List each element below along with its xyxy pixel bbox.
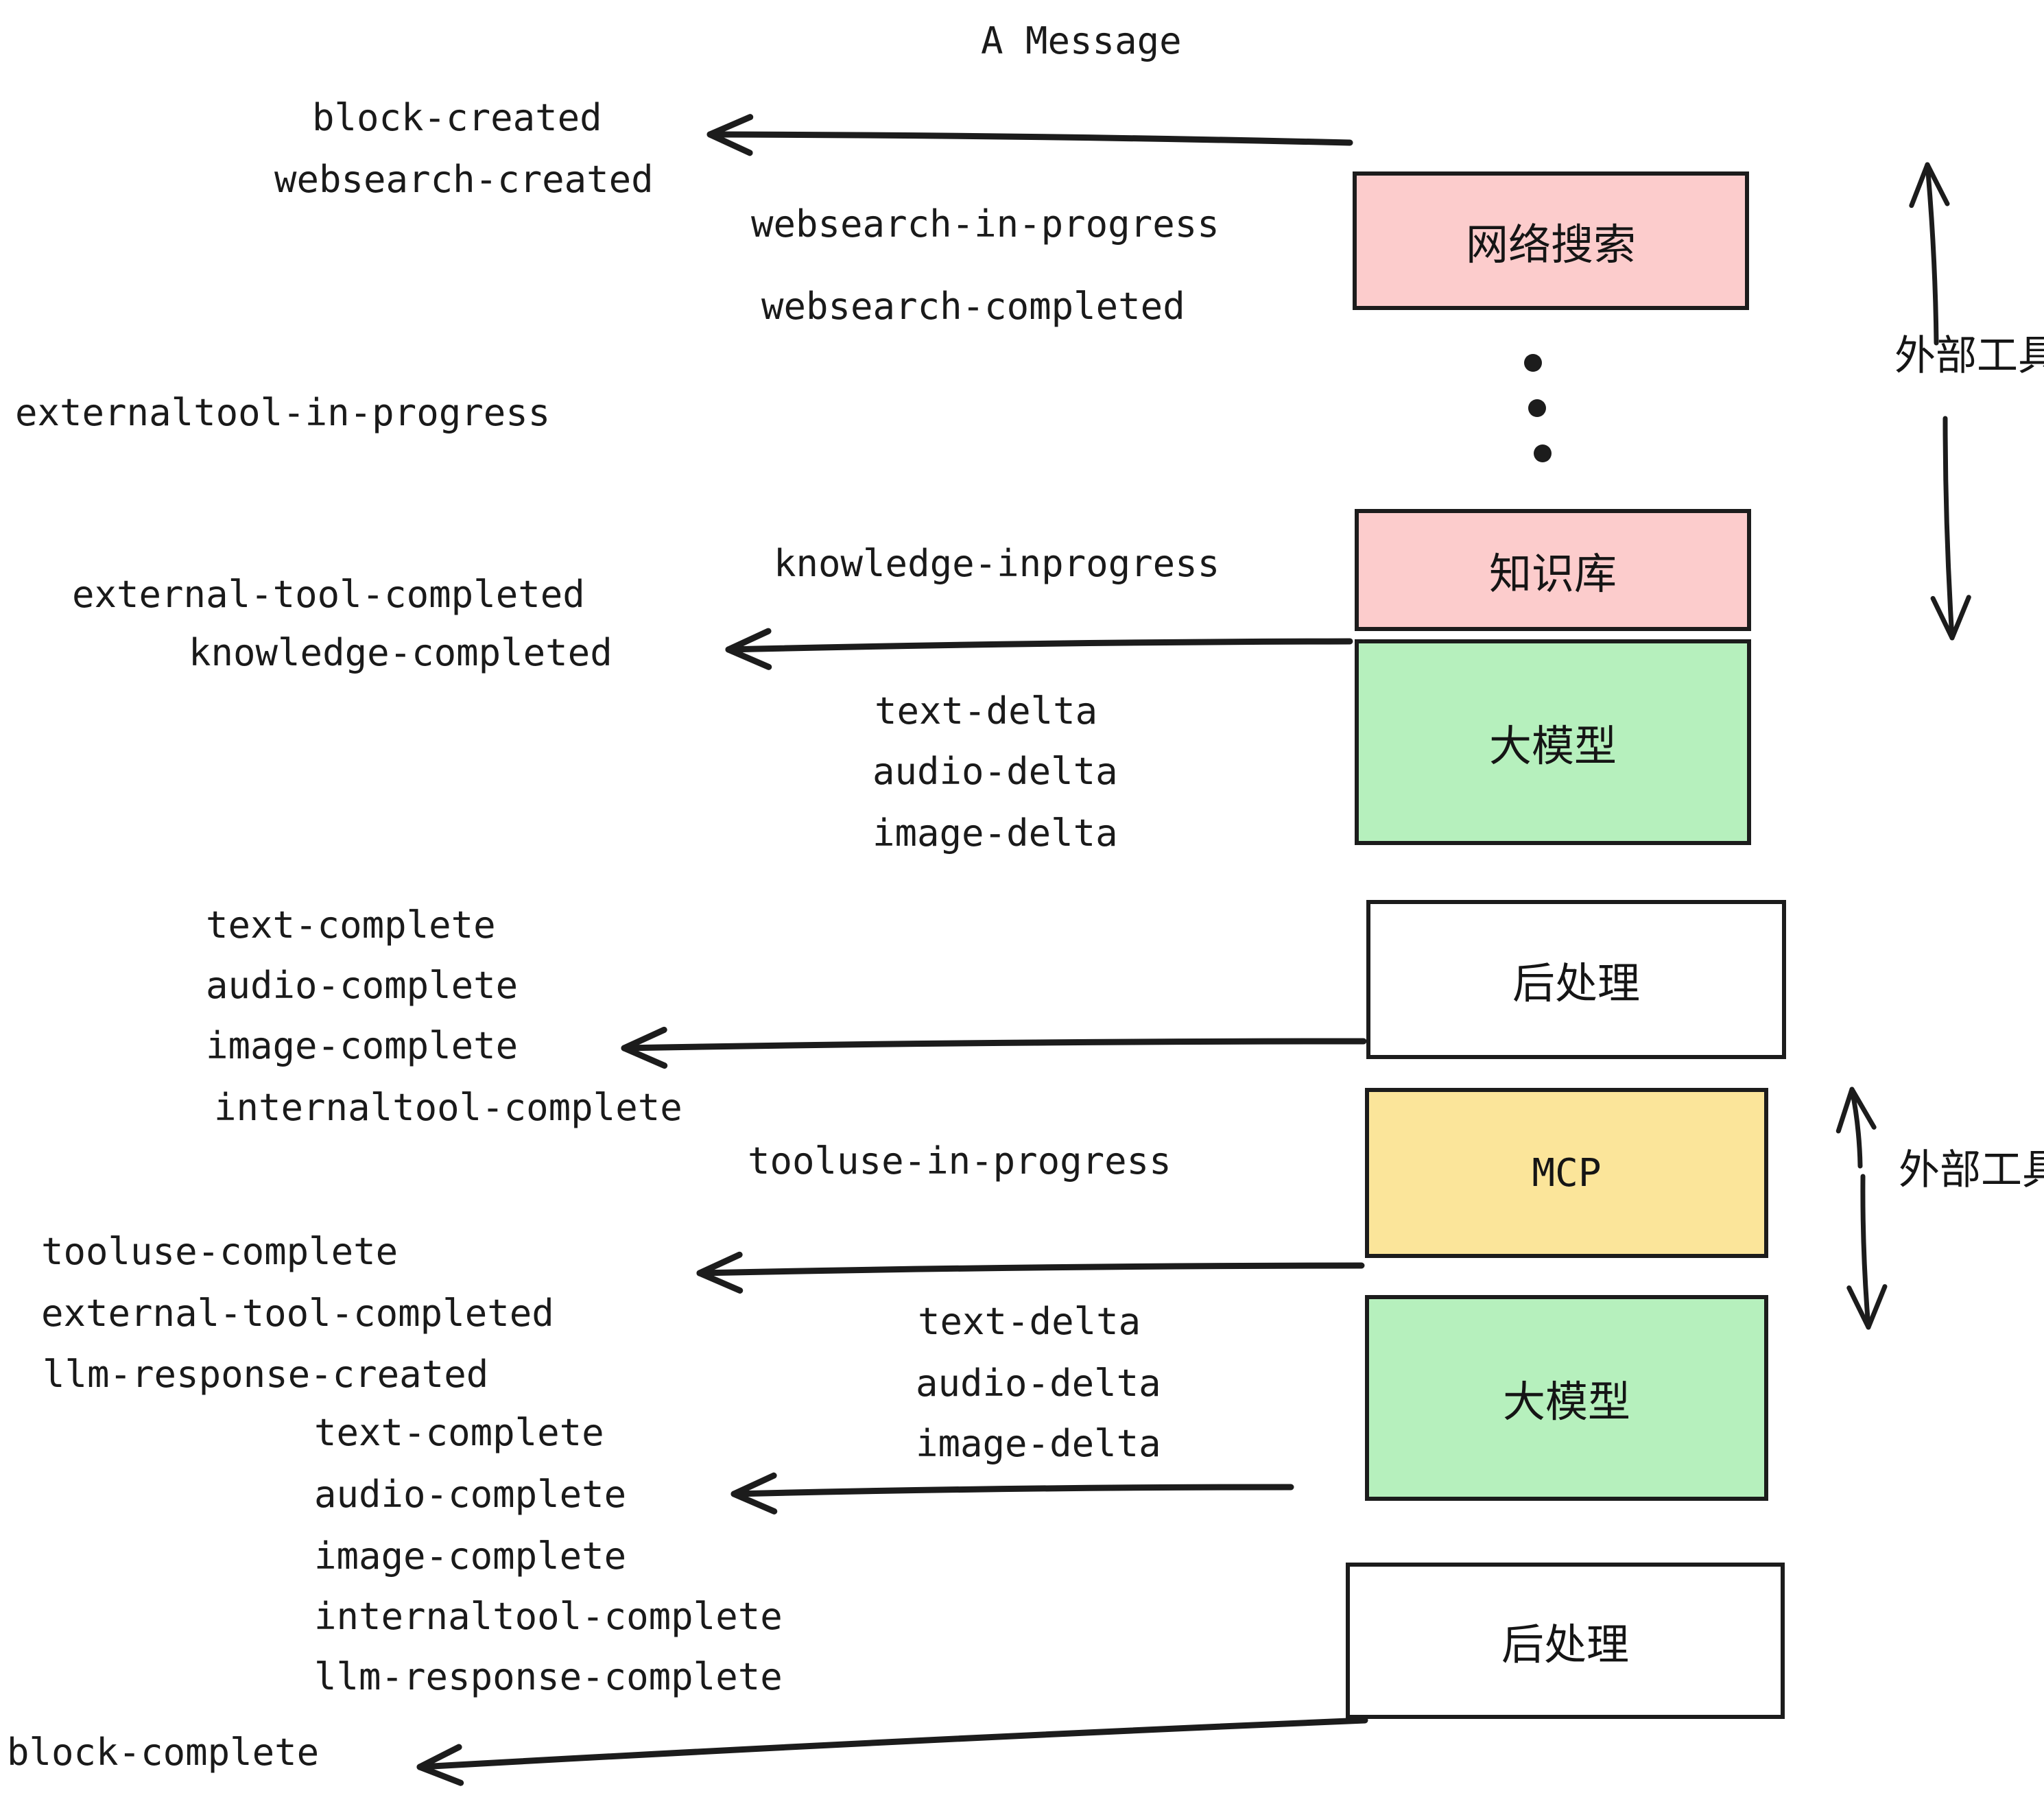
tool-arrow-external-tool-up-2 bbox=[1835, 1087, 1877, 1169]
event-label-text-complete-1: text-complete bbox=[206, 903, 496, 947]
event-label-websearch-created: websearch-created bbox=[274, 158, 654, 201]
tool-arrow-external-tool-up-1 bbox=[1909, 162, 1950, 346]
event-label-tooluse-complete: tooluse-complete bbox=[41, 1230, 399, 1273]
node-label-llm-1: 大模型 bbox=[1488, 721, 1617, 771]
event-label-llm-response-complete: llm-response-complete bbox=[314, 1655, 783, 1698]
event-label-external-tool-completed-2: external-tool-completed bbox=[41, 1292, 554, 1335]
side-label-external-tool-bottom: 外部工具 bbox=[1899, 1146, 2044, 1194]
arrow-arrow-block-complete bbox=[416, 1717, 1368, 1786]
node-label-postprocess-2: 后处理 bbox=[1501, 1619, 1629, 1670]
node-postprocess-1[interactable]: 后处理 bbox=[1366, 900, 1786, 1059]
node-postprocess-2[interactable]: 后处理 bbox=[1346, 1563, 1785, 1719]
side-label-external-tool-top: 外部工具 bbox=[1894, 332, 2044, 380]
event-label-image-complete-1: image-complete bbox=[206, 1024, 519, 1067]
event-label-image-delta-1: image-delta bbox=[872, 811, 1118, 855]
event-label-audio-complete-2: audio-complete bbox=[314, 1473, 627, 1516]
event-label-text-complete-2: text-complete bbox=[314, 1411, 604, 1454]
event-label-block-created: block-created bbox=[312, 96, 602, 139]
event-label-websearch-in-progress: websearch-in-progress bbox=[751, 202, 1220, 246]
event-label-audio-delta-1: audio-delta bbox=[872, 750, 1118, 793]
node-label-postprocess-1: 后处理 bbox=[1512, 958, 1640, 1008]
node-websearch[interactable]: 网络搜索 bbox=[1353, 171, 1749, 310]
tool-arrow-external-tool-down-1 bbox=[1930, 416, 1971, 641]
tool-arrow-external-tool-down-2 bbox=[1846, 1174, 1888, 1330]
event-label-text-delta-1: text-delta bbox=[875, 689, 1098, 733]
arrow-arrow-image-complete bbox=[621, 1026, 1367, 1069]
node-label-llm-2: 大模型 bbox=[1502, 1377, 1630, 1427]
node-label-knowledge: 知识库 bbox=[1488, 549, 1617, 599]
event-label-knowledge-inprogress: knowledge-inprogress bbox=[774, 542, 1220, 585]
event-label-internaltool-complete-2: internaltool-complete bbox=[314, 1595, 783, 1638]
ellipsis-dot-1 bbox=[1524, 354, 1542, 372]
node-llm-1[interactable]: 大模型 bbox=[1355, 639, 1751, 845]
event-label-tooluse-in-progress: tooluse-in-progress bbox=[748, 1139, 1172, 1183]
arrow-arrow-audio-complete-2 bbox=[730, 1472, 1294, 1515]
event-label-audio-delta-2: audio-delta bbox=[916, 1362, 1161, 1405]
node-label-websearch: 网络搜索 bbox=[1465, 219, 1636, 270]
event-label-llm-response-created: llm-response-created bbox=[43, 1353, 489, 1396]
node-label-mcp: MCP bbox=[1532, 1150, 1602, 1196]
diagram-title: A Message bbox=[981, 19, 1182, 62]
arrow-arrow-knowledge-done bbox=[725, 628, 1353, 670]
event-label-image-complete-2: image-complete bbox=[314, 1534, 627, 1578]
arrow-arrow-tooluse-complete bbox=[696, 1251, 1365, 1294]
arrow-arrow-block-created bbox=[706, 114, 1353, 156]
event-label-knowledge-completed: knowledge-completed bbox=[189, 631, 613, 674]
event-label-text-delta-2: text-delta bbox=[918, 1300, 1141, 1343]
node-llm-2[interactable]: 大模型 bbox=[1365, 1295, 1768, 1501]
ellipsis-dot-2 bbox=[1528, 399, 1546, 417]
event-label-image-delta-2: image-delta bbox=[916, 1422, 1161, 1465]
ellipsis-dot-3 bbox=[1534, 444, 1552, 462]
node-mcp[interactable]: MCP bbox=[1365, 1088, 1768, 1258]
event-label-audio-complete-1: audio-complete bbox=[206, 964, 519, 1007]
event-label-websearch-completed: websearch-completed bbox=[761, 285, 1185, 328]
event-label-externaltool-in-progress: externaltool-in-progress bbox=[15, 391, 551, 434]
event-label-external-tool-completed-1: external-tool-completed bbox=[72, 573, 585, 616]
event-label-block-complete: block-complete bbox=[7, 1731, 320, 1774]
node-knowledge[interactable]: 知识库 bbox=[1355, 509, 1751, 631]
event-label-internaltool-complete-1: internaltool-complete bbox=[214, 1086, 682, 1129]
